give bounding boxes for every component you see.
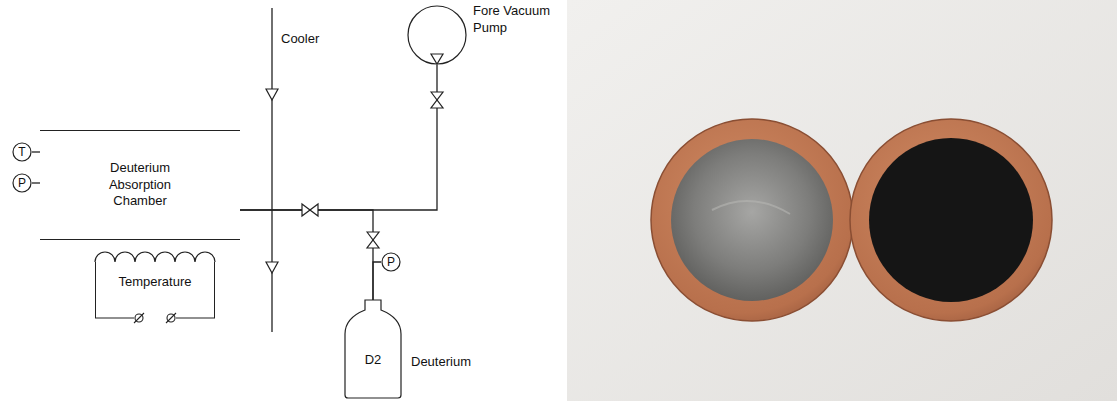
wire — [95, 317, 134, 318]
gauge-circle: P — [381, 252, 401, 272]
valve-symbol — [302, 204, 318, 216]
gas-bottle — [345, 300, 401, 398]
terminal-symbol — [135, 314, 143, 322]
gas-bottle: D2Deuterium — [343, 300, 403, 399]
heater-box: Temperature — [95, 262, 215, 318]
line-label: Cooler — [281, 31, 319, 48]
pipe-line — [32, 151, 40, 152]
node-text: T — [18, 146, 25, 158]
node-text: P — [18, 177, 26, 189]
photo-background — [567, 0, 1117, 401]
surface-mark — [712, 201, 790, 214]
copper-disk — [651, 119, 853, 321]
terminal-symbol — [167, 314, 175, 322]
valve-symbol — [431, 92, 443, 108]
gauge-circle — [382, 253, 400, 271]
pump-circle: Fore Vacuum Pump — [407, 5, 467, 65]
copper-disk — [850, 119, 1052, 321]
node-text: P — [387, 256, 395, 268]
gas-bottle-outline — [343, 300, 403, 399]
gauge-circle — [13, 143, 31, 161]
black-coating — [869, 138, 1033, 302]
chamber-box: Deuterium Absorption Chamber — [40, 130, 240, 240]
heating-coil — [95, 252, 215, 262]
terminal-symbol — [134, 313, 144, 323]
gauge-circle: P — [12, 173, 32, 193]
terminal-symbol — [166, 313, 176, 323]
pipe-line — [240, 65, 437, 210]
pipe-line — [240, 210, 373, 300]
node-text: D2 — [365, 352, 382, 369]
gauge-circle — [13, 174, 31, 192]
node-text: Deuterium Absorption Chamber — [98, 160, 182, 211]
pipe-line — [32, 182, 40, 183]
valve-symbol — [367, 232, 379, 248]
pump-circle-outline — [407, 5, 467, 65]
grey-coating — [671, 139, 833, 301]
node-text: Deuterium — [411, 354, 491, 371]
pump-circle — [408, 6, 466, 64]
flow-marker — [431, 54, 443, 64]
cooler-line — [271, 8, 272, 332]
pipe-line — [373, 262, 381, 300]
wire — [176, 317, 215, 318]
node-text: Temperature — [119, 274, 192, 291]
node-text: Fore Vacuum Pump — [473, 3, 565, 37]
gauge-circle: T — [12, 142, 32, 162]
flow-marker — [266, 262, 278, 273]
flow-marker — [266, 89, 278, 100]
